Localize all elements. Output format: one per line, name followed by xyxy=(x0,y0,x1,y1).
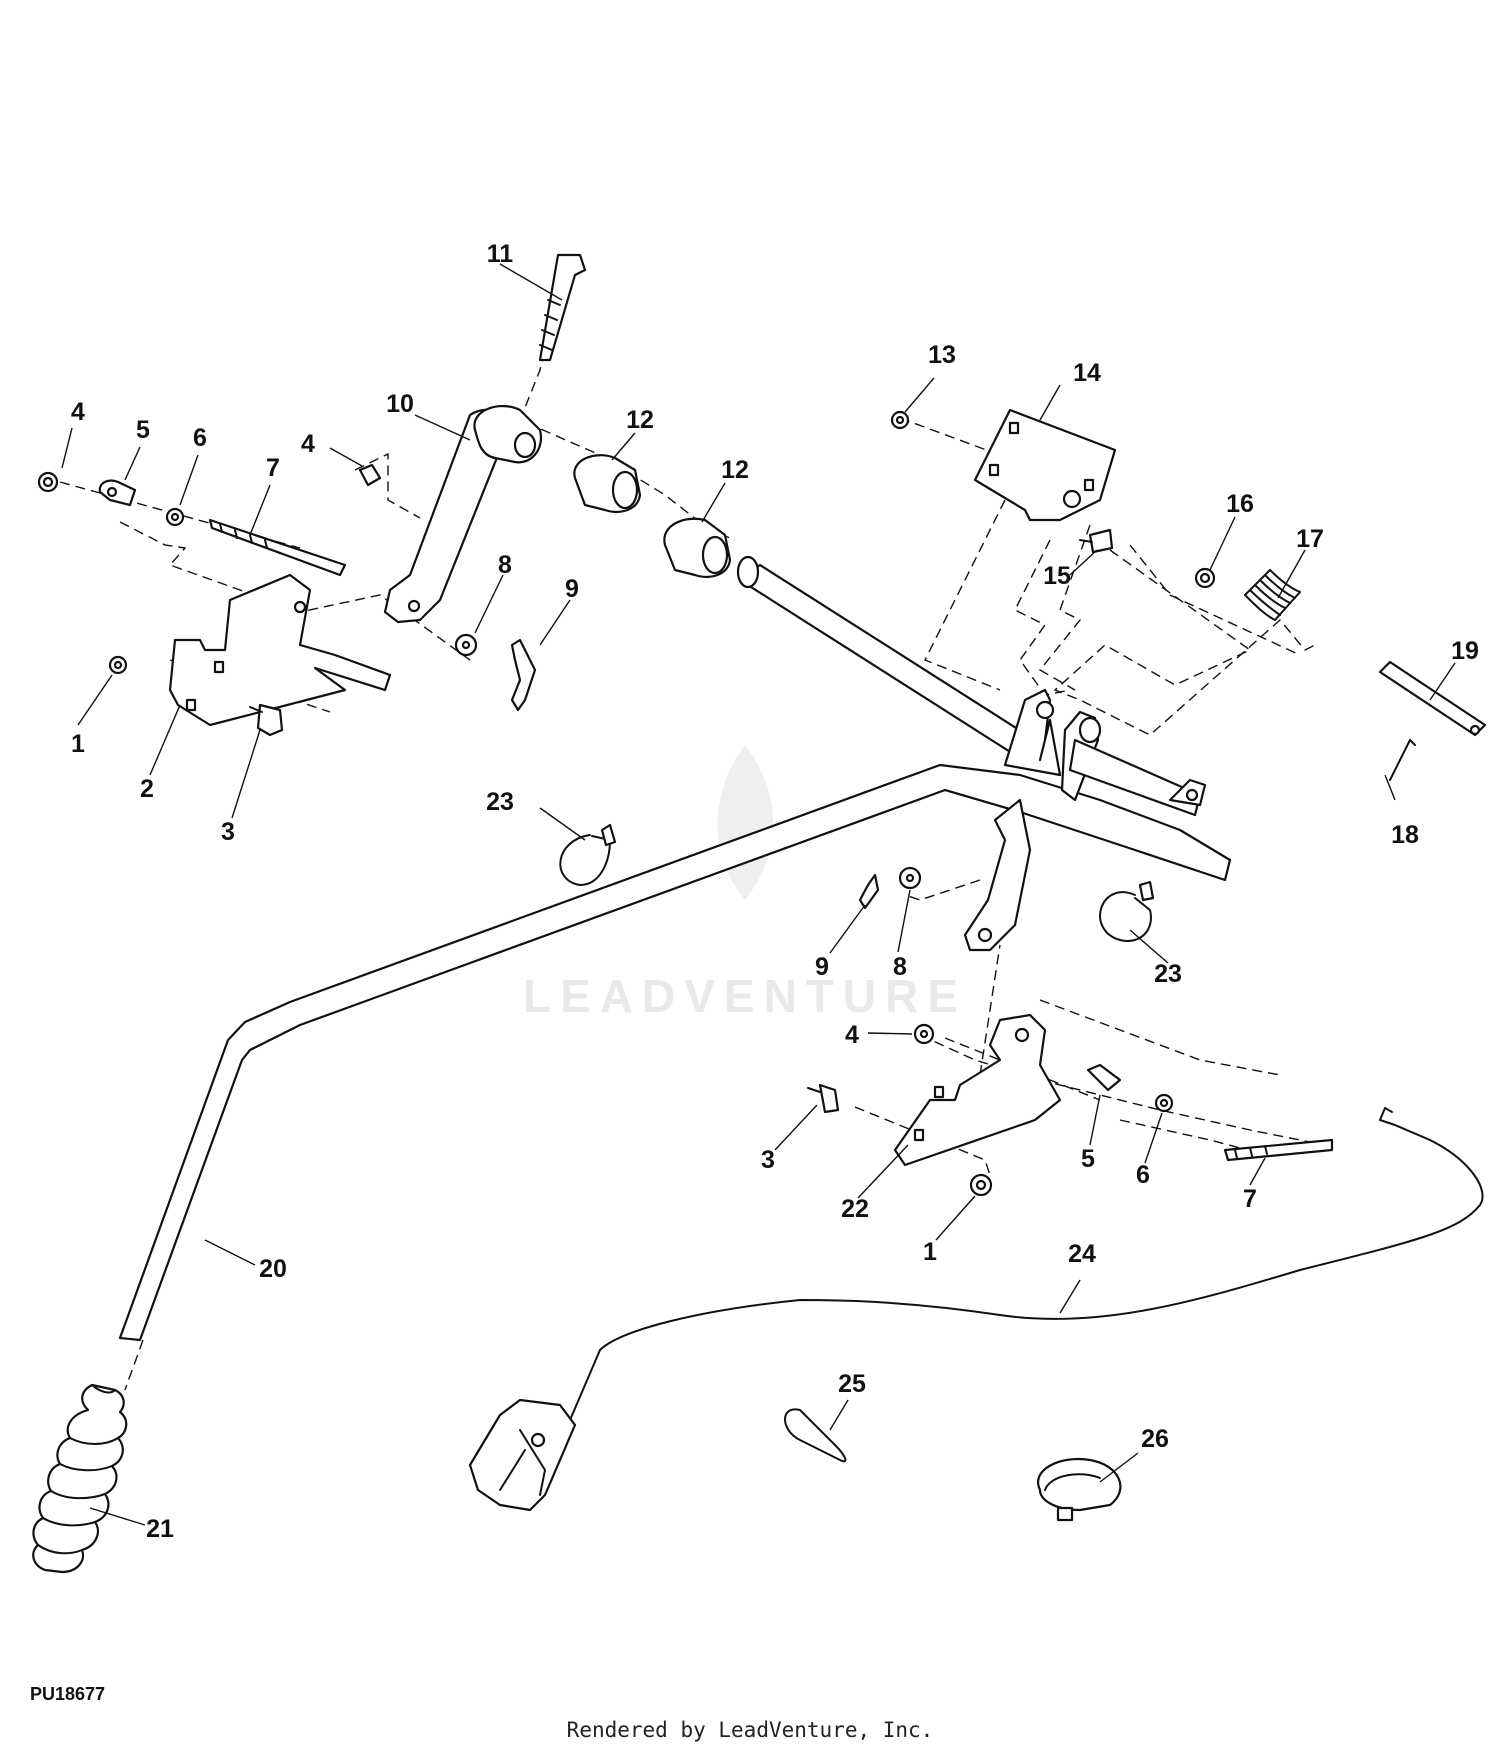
callout-12-upper: 12 xyxy=(626,406,654,434)
lever-arm xyxy=(383,405,543,624)
callout-23-right: 23 xyxy=(1154,960,1182,988)
callout-7-left: 7 xyxy=(266,454,280,482)
callout-10: 10 xyxy=(386,390,414,418)
fasteners xyxy=(37,410,1216,1197)
callout-5-right: 5 xyxy=(1081,1145,1095,1173)
cable-tie-band xyxy=(1037,1457,1122,1522)
cross-shaft xyxy=(736,555,1207,952)
callout-23-left: 23 xyxy=(486,788,514,816)
bushing-upper xyxy=(573,454,642,513)
callout-labels: 4 5 6 7 4 11 10 12 12 13 14 15 16 17 18 … xyxy=(71,240,1479,1543)
callout-21: 21 xyxy=(146,1515,174,1543)
clamp-right xyxy=(1099,880,1155,942)
callout-14: 14 xyxy=(1073,359,1101,387)
figure-id: PU18677 xyxy=(30,1684,105,1704)
rods xyxy=(208,518,1334,1162)
bracket-right xyxy=(893,1013,1062,1167)
handle-tube xyxy=(118,763,1232,1342)
callout-9-upper: 9 xyxy=(565,575,579,603)
callout-4-middle: 4 xyxy=(301,430,315,458)
switch-plate xyxy=(973,408,1117,522)
spring xyxy=(1244,569,1301,621)
bolt xyxy=(538,253,587,362)
watermark-text: LEADVENTURE xyxy=(523,970,967,1022)
bushing-lower xyxy=(663,517,732,578)
clamp-left xyxy=(559,823,617,886)
callout-24: 24 xyxy=(1068,1240,1096,1268)
callout-4-right: 4 xyxy=(845,1021,859,1049)
callout-26: 26 xyxy=(1141,1425,1169,1453)
callout-20: 20 xyxy=(259,1255,287,1283)
callout-5-left: 5 xyxy=(136,416,150,444)
leader-lines xyxy=(61,263,1456,1526)
render-credit: Rendered by LeadVenture, Inc. xyxy=(566,1718,934,1742)
callout-22: 22 xyxy=(841,1195,869,1223)
bracket-left xyxy=(168,573,392,727)
callout-18: 18 xyxy=(1391,821,1419,849)
callout-6-left: 6 xyxy=(193,424,207,452)
callout-8-upper: 8 xyxy=(498,551,512,579)
callout-9-lower: 9 xyxy=(815,953,829,981)
callout-3-left: 3 xyxy=(221,818,235,846)
callout-4-left: 4 xyxy=(71,398,85,426)
callout-7-right: 7 xyxy=(1243,1185,1257,1213)
callout-17: 17 xyxy=(1296,525,1324,553)
cable-tie-small xyxy=(784,1408,847,1463)
pin xyxy=(1378,660,1487,781)
callout-3-right: 3 xyxy=(761,1146,775,1174)
callout-12-lower: 12 xyxy=(721,456,749,484)
callout-1-right: 1 xyxy=(923,1238,937,1266)
callout-25: 25 xyxy=(838,1370,866,1398)
rubber-grip xyxy=(32,1383,128,1574)
callout-8-lower: 8 xyxy=(893,953,907,981)
callout-19: 19 xyxy=(1451,637,1479,665)
callout-2: 2 xyxy=(140,775,154,803)
callout-13: 13 xyxy=(928,341,956,369)
callout-15: 15 xyxy=(1043,562,1071,590)
assembly-lines xyxy=(59,257,1326,1391)
callout-6-right: 6 xyxy=(1136,1161,1150,1189)
callout-1-left: 1 xyxy=(71,730,85,758)
cable-assembly xyxy=(468,1107,1484,1512)
callout-16: 16 xyxy=(1226,490,1254,518)
callout-11: 11 xyxy=(487,240,514,268)
